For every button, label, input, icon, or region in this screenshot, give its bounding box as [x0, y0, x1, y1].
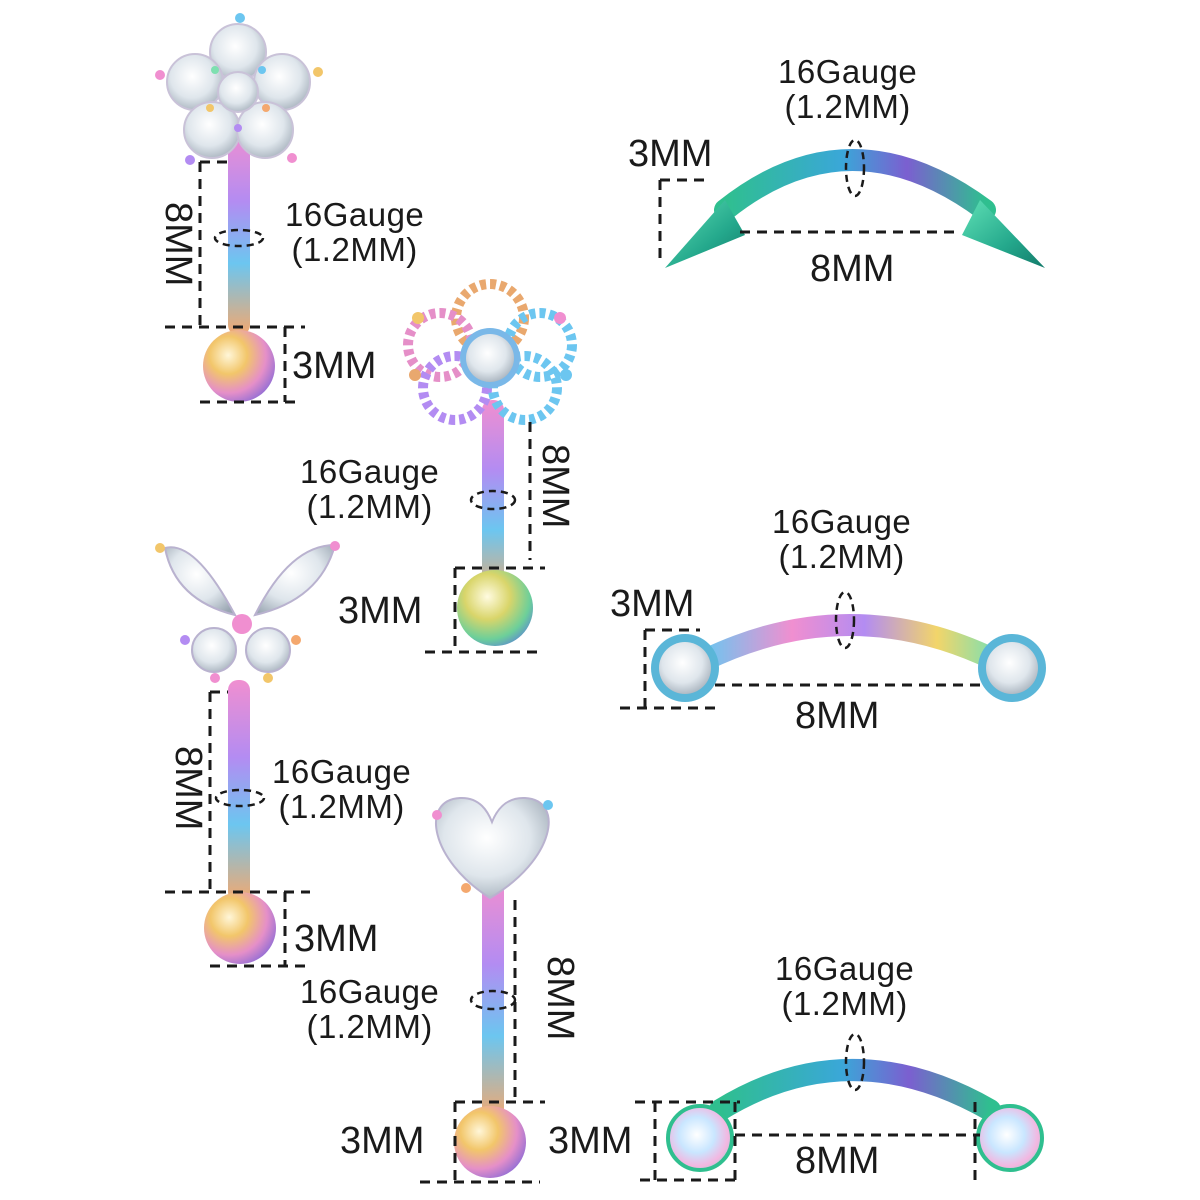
butterfly-barbell-length-label: 8MM [167, 746, 209, 831]
spike-end-right [962, 200, 1045, 268]
bezel-gem-curved-barbell-end-label: 3MM [610, 583, 695, 625]
filigree-flower-top [403, 279, 577, 425]
thickness-text: (1.2MM) [784, 87, 911, 125]
heart-barbell [420, 796, 553, 1184]
bezel-gem-curved-barbell-length-label: 8MM [795, 695, 880, 737]
barbell-ball [457, 570, 533, 646]
filigree-flower-barbell [403, 279, 577, 654]
filigree-flower-barbell-gauge-label: 16Gauge (1.2MM) [300, 453, 440, 525]
gauge-text: 16Gauge [300, 453, 440, 490]
flower-cz-barbell-length-label: 8MM [157, 202, 199, 287]
gauge-text: 16Gauge [778, 53, 918, 90]
heart-barbell-gauge-label: 16Gauge (1.2MM) [300, 973, 440, 1045]
flower-gem-top [155, 13, 323, 165]
spike-curved-barbell-length-label: 8MM [810, 248, 895, 290]
thickness-text: (1.2MM) [306, 1007, 433, 1045]
opal-gem-left [666, 1104, 734, 1172]
thickness-text: (1.2MM) [306, 487, 433, 525]
flower-cz-barbell [155, 13, 323, 404]
thickness-text: (1.2MM) [291, 230, 418, 268]
flower-cz-barbell-ball-label: 3MM [292, 345, 377, 387]
curved-shaft [694, 614, 1006, 671]
flower-cz-barbell-gauge-label: 16Gauge (1.2MM) [285, 196, 425, 268]
heart-gem-top [432, 796, 553, 900]
bezel-gem-left [651, 634, 719, 702]
butterfly-gem-top [155, 541, 340, 683]
bezel-gem-curved-barbell-gauge-label: 16Gauge (1.2MM) [772, 503, 912, 575]
prong-gem-curved-barbell-length-label: 8MM [795, 1140, 880, 1182]
heart-barbell-length-label: 8MM [539, 956, 581, 1041]
butterfly-barbell-ball-label: 3MM [294, 918, 379, 960]
filigree-flower-barbell-ball-label: 3MM [338, 590, 423, 632]
gauge-text: 16Gauge [300, 973, 440, 1010]
spike-curved-barbell-gauge-label: 16Gauge (1.2MM) [778, 53, 918, 125]
gauge-text: 16Gauge [775, 950, 915, 987]
barbell-shaft [228, 130, 250, 335]
barbell-shaft [482, 400, 504, 600]
curved-shaft [709, 1059, 1001, 1121]
opal-gem-right [976, 1104, 1044, 1172]
bezel-gem-right [978, 634, 1046, 702]
gauge-text: 16Gauge [285, 196, 425, 233]
thickness-text: (1.2MM) [781, 984, 908, 1022]
spike-end-left [665, 200, 745, 268]
barbell-ball [454, 1106, 526, 1178]
gauge-text: 16Gauge [772, 503, 912, 540]
gauge-text: 16Gauge [272, 753, 412, 790]
thickness-text: (1.2MM) [278, 787, 405, 825]
heart-barbell-ball-label: 3MM [340, 1120, 425, 1162]
bezel-gem-curved-barbell [620, 590, 1046, 710]
butterfly-barbell [155, 541, 340, 968]
butterfly-barbell-gauge-label: 16Gauge (1.2MM) [272, 753, 412, 825]
curved-shaft [714, 149, 996, 221]
prong-gem-curved-barbell-gauge-label: 16Gauge (1.2MM) [775, 950, 915, 1022]
spike-curved-barbell-end-label: 3MM [628, 133, 713, 175]
filigree-flower-barbell-length-label: 8MM [534, 444, 576, 529]
thickness-text: (1.2MM) [778, 537, 905, 575]
spike-curved-barbell [658, 138, 1045, 268]
barbell-ball [204, 892, 276, 964]
barbell-shaft [482, 880, 504, 1120]
prong-gem-curved-barbell-end-label: 3MM [548, 1120, 633, 1162]
barbell-ball [203, 330, 275, 402]
prong-gem-curved-barbell [635, 1032, 1044, 1182]
